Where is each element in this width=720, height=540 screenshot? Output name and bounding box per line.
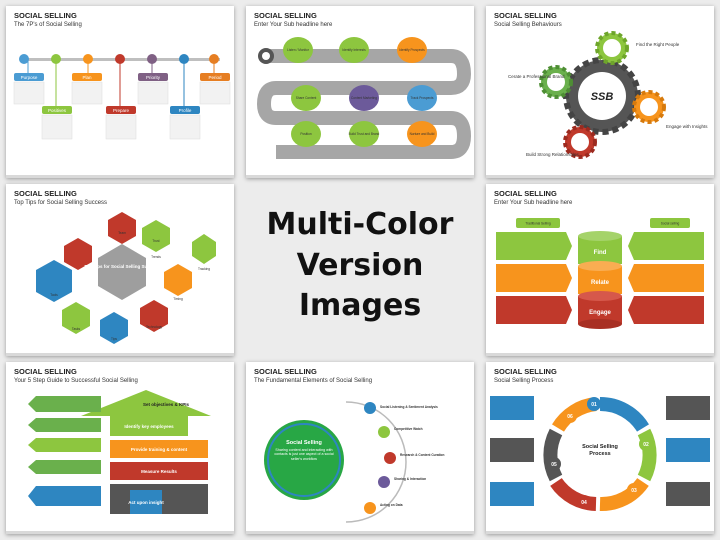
house-diagram: Set objectives & KPIs Identify key emplo… [28,390,211,514]
traditional-label: Traditional Selling [525,222,550,226]
step-label: Measure Results [141,469,177,474]
slide-process-cycle[interactable]: SOCIAL SELLING Social Selling Process So… [486,362,714,534]
stage-label: Engage [589,310,611,316]
snake-label: Listen / Monitor [287,48,310,52]
slide-subtitle: Your 5 Step Guide to Successful Social S… [14,378,138,384]
slide-subtitle: The Fundamental Elements of Social Selli… [254,378,373,384]
elements-center: Social Selling [286,440,322,446]
gear-label: Cerate a Professional Brand [508,74,565,79]
p-label: Priority [146,75,161,80]
slide-footer-bar [486,175,714,178]
slide-subtitle: Social Selling Behaviours [494,22,562,28]
snake-label: Identify Interests [342,48,366,52]
heading-line-2: Version Images [296,247,424,324]
heading-line-1: Multi-Color [266,207,454,243]
snake-label: Nurture and Build [410,132,435,136]
tips-center: Top Tips for Social Selling Success [84,264,160,269]
slide-find-relate-engage[interactable]: SOCIAL SELLING Enter Your Sub headline h… [486,184,714,356]
tip-label: Trust [152,239,159,243]
slide-fundamental-elements[interactable]: SOCIAL SELLING The Fundamental Elements … [246,362,474,534]
social-label: Social selling [661,222,680,226]
slide-title: SOCIAL SELLING [14,11,77,20]
slide-title: SOCIAL SELLING [494,367,557,376]
hexagon-diagram: Top Tips for Social Selling Success Team… [36,212,216,344]
tip-label: Tools [50,293,58,297]
slide-title: SOCIAL SELLING [14,189,77,198]
p-label: Period [208,75,222,80]
slide-subtitle: Social Selling Process [494,378,554,384]
gear-label: Engage with Insights [666,124,708,129]
element-label: Social Listening & Sentiment Analysis [380,405,438,409]
elements-diagram: Social Selling Sharing content and inter… [264,401,445,523]
snake-label: Content Marketing [351,96,377,100]
slide-subtitle: The 7P's of Social Selling [14,22,82,28]
slide-top-tips[interactable]: SOCIAL SELLING Top Tips for Social Selli… [6,184,234,356]
element-label: Research & Content Curation [400,453,445,457]
snake-label: Build Trust and Brand [349,132,380,136]
step-number: 02 [643,442,649,448]
step-label: Identify key employees [124,424,174,429]
slide-snake-process[interactable]: SOCIAL SELLING Enter Your Sub headline h… [246,6,474,178]
tip-label: Tracking [198,267,210,271]
snake-diagram: Listen / Monitor Identify Interests Iden… [256,37,472,159]
gear-label: Find the Right People [636,42,680,47]
step-number: 06 [567,414,573,420]
slide-footer-bar [246,175,474,178]
slide-subtitle: Enter Your Sub headline here [254,22,333,28]
slide-footer-bar [6,353,234,356]
tip-label: Timing [173,297,183,301]
step-label: Provide training & content [131,447,188,452]
slide-footer-bar [6,531,234,534]
slide-ssb-gears[interactable]: SOCIAL SELLING Social Selling Behaviours… [486,6,714,178]
slide-footer-bar [6,175,234,178]
main-heading: Multi-Color Version Images [243,180,477,352]
p-label: Plan [82,75,92,80]
tip-label: Tasks [72,327,81,331]
slide-subtitle: Top Tips for Social Selling Success [14,200,108,206]
7ps-timeline: Purpose Plan Priority Period Positives P… [13,54,231,140]
step-label: Set objectives & KPIs [143,402,190,407]
p-label: Positives [48,108,67,113]
step-number: 05 [551,462,557,468]
slide-title: SOCIAL SELLING [494,11,557,20]
tip-label: Technology [146,325,163,329]
snake-label: Track Prospects [411,96,434,100]
cylinder-diagram: Traditional Selling Social selling Find … [496,218,704,329]
snake-label: Share Content [296,96,317,100]
slide-title: SOCIAL SELLING [494,189,557,198]
snake-label: Identify Prospects [399,48,425,52]
ssb-center: SSB [591,91,614,103]
tip-label: Trends [151,255,161,259]
p-label: Purpose [21,75,38,80]
slide-subtitle: Enter Your Sub headline here [494,200,573,206]
slide-footer-bar [486,353,714,356]
cycle-diagram: Social Selling Process 01 02 03 04 05 06 [490,396,710,511]
step-number: 03 [631,488,637,494]
process-center: Social Selling Process [582,444,618,457]
gears-diagram: SSB Find the Right People Cerate a Profe… [508,31,708,159]
slide-5-steps[interactable]: SOCIAL SELLING Your 5 Step Guide to Succ… [6,362,234,534]
slide-footer-bar [486,531,714,534]
slide-footer-bar [246,531,474,534]
tip-label: Team [118,231,126,235]
slide-title: SOCIAL SELLING [254,367,317,376]
tip-label: Tips [111,337,117,341]
p-label: Prepare [113,108,130,113]
stage-label: Find [594,250,607,256]
step-number: 01 [591,402,597,408]
step-label: Act upon insight [128,500,164,505]
element-label: Sharing & Interaction [394,477,426,481]
step-number: 04 [581,500,587,506]
stage-label: Relate [591,280,610,286]
element-label: Acting on Data [380,503,403,507]
element-label: Competitive Watch [394,427,423,431]
elements-desc: Sharing content and interacting with con… [274,448,334,461]
slide-title: SOCIAL SELLING [254,11,317,20]
slide-title: SOCIAL SELLING [14,367,77,376]
gear-label: Build Strong Relationships [526,152,580,157]
slide-7ps[interactable]: SOCIAL SELLING The 7P's of Social Sellin… [6,6,234,178]
snake-label: Position [300,132,312,136]
p-label: Profile [179,108,192,113]
